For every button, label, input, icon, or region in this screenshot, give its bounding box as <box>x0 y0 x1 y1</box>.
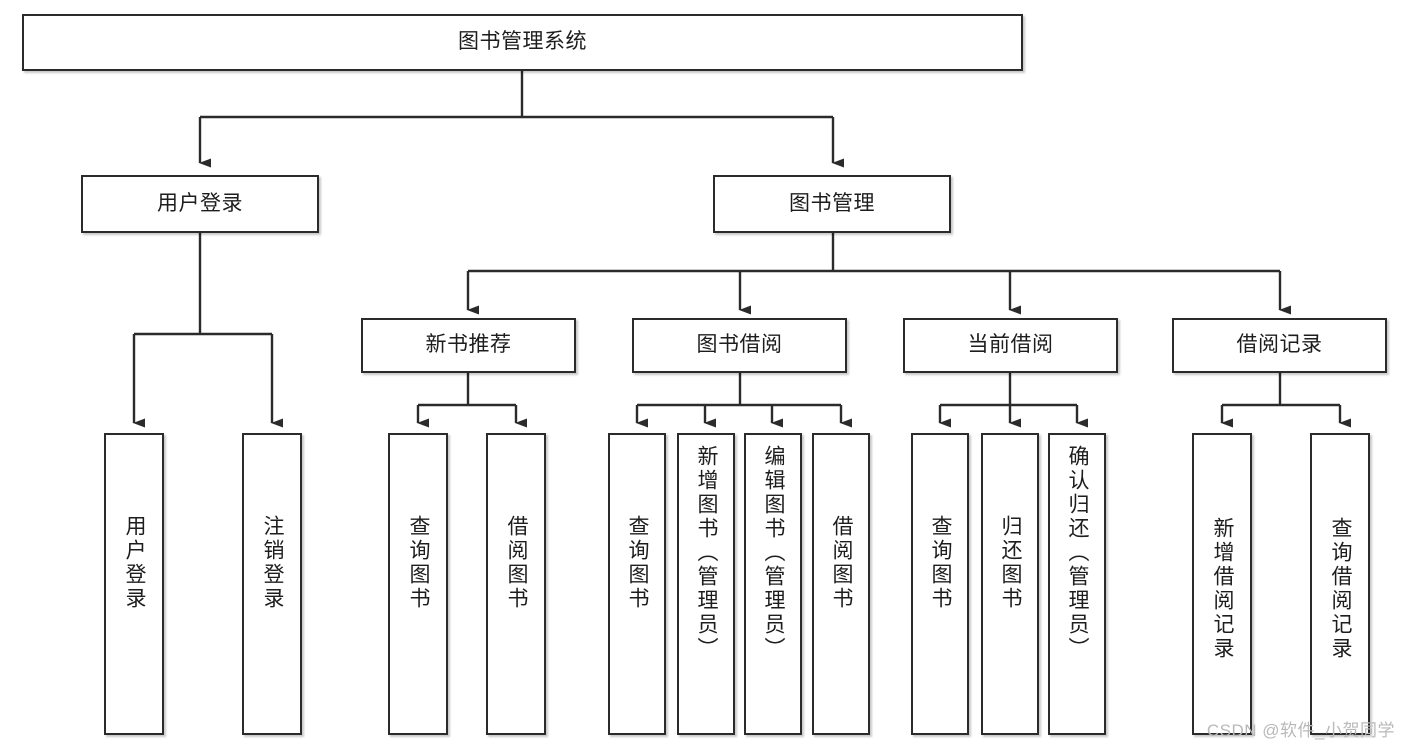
leaf-label: 借阅图书 <box>830 515 854 611</box>
leaf-label: 新增图书（管理员） <box>695 445 719 661</box>
leaf-current-return-book[interactable]: 归还图书 <box>981 433 1039 735</box>
leaf-label: 编辑图书（管理员） <box>762 445 786 661</box>
node-root-label: 图书管理系统 <box>458 30 587 54</box>
node-borrow-record[interactable]: 借阅记录 <box>1172 318 1387 373</box>
node-root[interactable]: 图书管理系统 <box>22 14 1023 71</box>
node-book-borrow-label: 图书借阅 <box>696 333 783 357</box>
watermark: CSDN @软件_小贺同学 <box>1206 721 1395 740</box>
leaf-label: 归还图书 <box>999 515 1023 611</box>
node-new-book-recommend[interactable]: 新书推荐 <box>361 318 576 373</box>
node-user-login-label: 用户登录 <box>157 191 243 215</box>
leaf-current-query-book[interactable]: 查询图书 <box>911 433 969 735</box>
node-borrow-record-label: 借阅记录 <box>1236 333 1323 357</box>
leaf-record-add[interactable]: 新增借阅记录 <box>1192 433 1252 735</box>
node-new-book-recommend-label: 新书推荐 <box>425 333 512 357</box>
leaf-label: 查询借阅记录 <box>1329 517 1353 661</box>
leaf-label: 确认归还（管理员） <box>1066 445 1090 661</box>
node-book-management[interactable]: 图书管理 <box>713 175 951 233</box>
leaf-label: 新增借阅记录 <box>1211 517 1235 661</box>
leaf-record-query[interactable]: 查询借阅记录 <box>1310 433 1370 735</box>
leaf-label: 注销登录 <box>261 515 285 611</box>
leaf-current-confirm-return-admin[interactable]: 确认归还（管理员） <box>1048 433 1106 735</box>
leaf-borrow-borrow-book[interactable]: 借阅图书 <box>812 433 870 735</box>
leaf-label: 查询图书 <box>407 515 431 611</box>
node-user-login[interactable]: 用户登录 <box>81 175 319 233</box>
leaf-label: 用户登录 <box>123 515 147 611</box>
leaf-borrow-edit-book-admin[interactable]: 编辑图书（管理员） <box>744 433 802 735</box>
leaf-label: 借阅图书 <box>505 515 529 611</box>
node-current-borrow-label: 当前借阅 <box>967 333 1054 357</box>
leaf-user-login-login[interactable]: 用户登录 <box>104 433 164 735</box>
node-current-borrow[interactable]: 当前借阅 <box>903 318 1118 373</box>
node-book-borrow[interactable]: 图书借阅 <box>632 318 847 373</box>
leaf-new-book-borrow[interactable]: 借阅图书 <box>486 433 546 735</box>
leaf-label: 查询图书 <box>626 515 650 611</box>
node-book-management-label: 图书管理 <box>789 191 875 215</box>
leaf-label: 查询图书 <box>929 515 953 611</box>
leaf-new-book-query[interactable]: 查询图书 <box>388 433 448 735</box>
leaf-borrow-query-book[interactable]: 查询图书 <box>608 433 666 735</box>
leaf-user-login-logout[interactable]: 注销登录 <box>242 433 302 735</box>
leaf-borrow-add-book-admin[interactable]: 新增图书（管理员） <box>677 433 735 735</box>
